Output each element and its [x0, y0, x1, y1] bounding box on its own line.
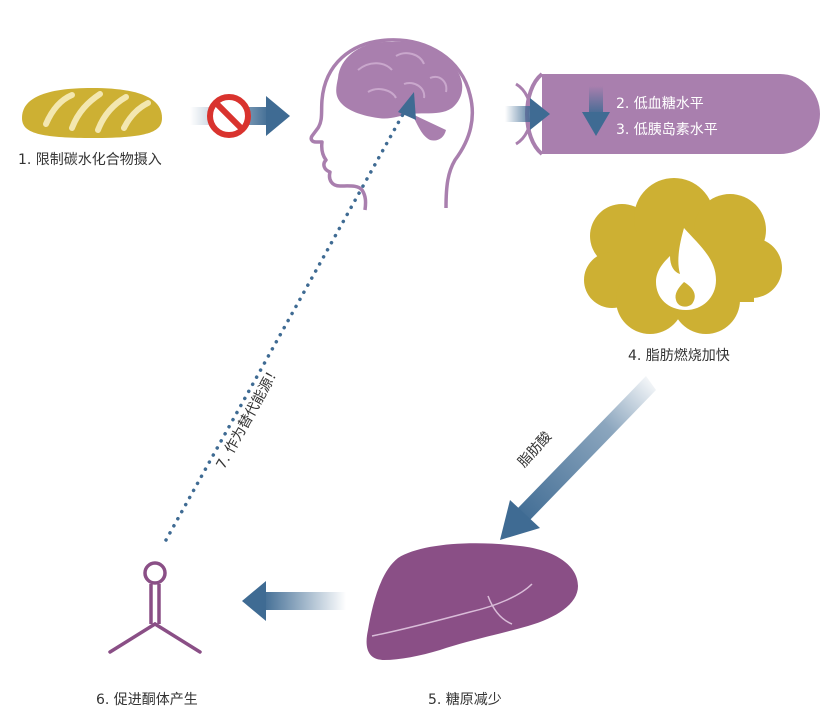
step5-label: 5. 糖原减少 — [428, 692, 502, 708]
step4-label: 4. 脂肪燃烧加快 — [628, 347, 730, 364]
fatty-acid-arrow — [500, 376, 656, 540]
step1-label: 1. 限制碳水化合物摄入 — [18, 152, 162, 168]
tube-icon — [505, 72, 820, 156]
step6-label: 6. 促进酮体产生 — [96, 692, 198, 708]
liver-to-ketone-arrow — [242, 581, 346, 621]
fatty-acid-label: 脂肪酸 — [515, 429, 555, 471]
head-brain-icon — [309, 38, 475, 211]
blocked-arrow — [190, 94, 290, 138]
step2-label: 2. 低血糖水平 — [616, 96, 704, 112]
liver-icon — [366, 543, 578, 660]
step7-label: 7. 作为替代能源！ — [214, 363, 284, 472]
ketone-molecule-icon — [108, 561, 202, 654]
dotted-energy-path — [164, 96, 414, 542]
bread-icon — [22, 88, 162, 138]
step3-label: 3. 低胰岛素水平 — [616, 122, 718, 138]
fire-cloud-icon — [584, 178, 782, 334]
down-arrow-icon — [582, 112, 610, 136]
